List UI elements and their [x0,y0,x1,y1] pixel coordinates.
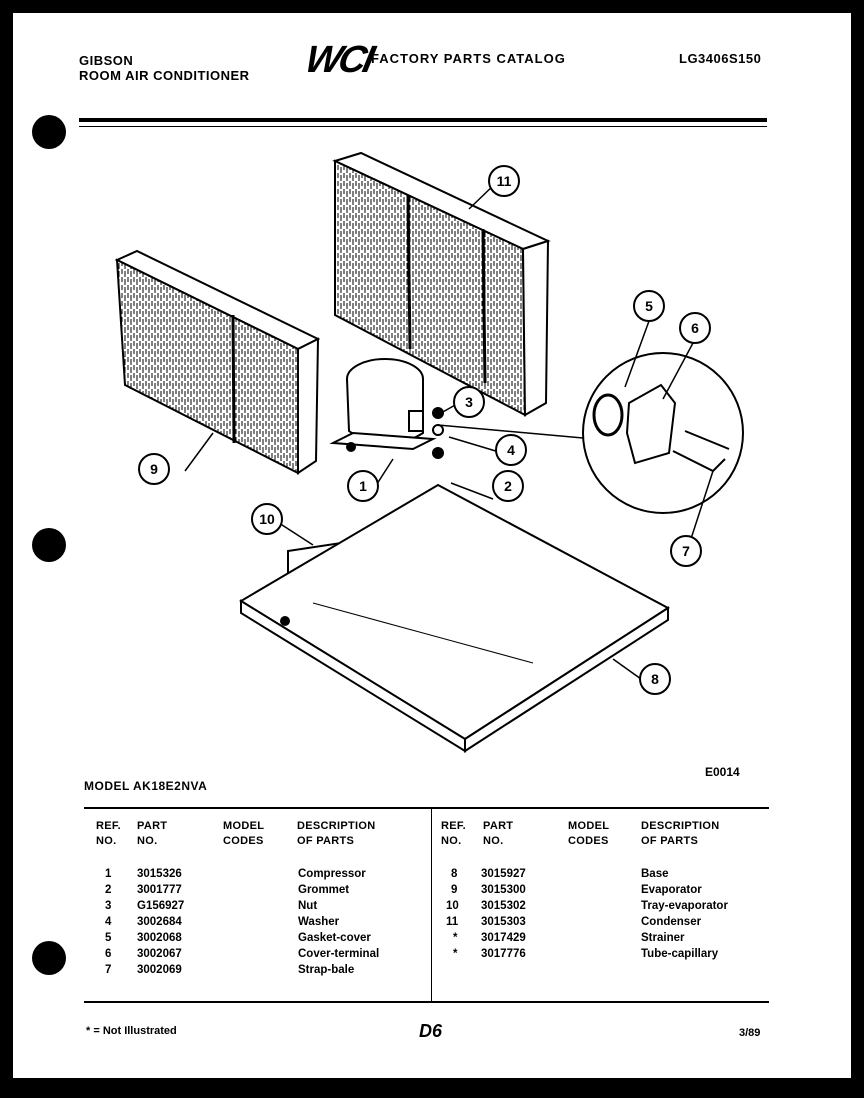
header-brand-block: GIBSON ROOM AIR CONDITIONER [79,53,250,83]
condenser-drawing [332,151,551,417]
terminal-detail-drawing [437,352,744,514]
brand-name: GIBSON [79,53,134,68]
callout-label-8: 8 [651,671,659,687]
binder-hole-top [32,115,66,149]
callout-7: 7 [670,535,702,567]
callout-label-11: 11 [497,173,512,189]
footnote-not-illustrated: * = Not Illustrated [86,1025,177,1037]
callout-6: 6 [679,312,711,344]
catalog-page: GIBSON ROOM AIR CONDITIONER WCI FACTORY … [13,13,851,1078]
catalog-code: LG3406S150 [679,51,762,66]
callout-11: 11 [488,165,520,197]
callout-2: 2 [492,470,524,502]
callout-4: 4 [495,434,527,466]
callout-label-10: 10 [259,511,275,527]
page-number: D6 [419,1021,443,1041]
callout-label-9: 9 [150,461,158,477]
header-ref-left: REF.NO. [96,820,122,847]
model-line: MODEL AK18E2NVA [84,779,208,793]
catalog-title: FACTORY PARTS CATALOG [371,51,566,66]
callout-label-4: 4 [507,442,515,458]
callout-label-6: 6 [691,320,699,336]
compressor-drawing [329,358,444,459]
callout-label-3: 3 [465,394,473,410]
callout-5: 5 [633,290,665,322]
table-center-divider [431,809,432,1001]
header-ref-right: REF.NO. [441,820,467,847]
callout-8: 8 [639,663,671,695]
callout-3: 3 [453,386,485,418]
callout-label-7: 7 [682,543,690,559]
binder-hole-bottom [32,941,66,975]
binder-hole-middle [32,528,66,562]
revision-date: 3/89 [739,1027,761,1039]
callout-10: 10 [251,503,283,535]
table-bottom-rule [84,1001,769,1003]
exploded-parts-diagram: 11 9 5 6 3 4 1 2 [114,151,744,753]
header-rule-thin [79,126,767,127]
product-name: ROOM AIR CONDITIONER [79,68,250,83]
callout-1: 1 [347,470,379,502]
callout-label-2: 2 [504,478,512,494]
base-drawing [239,483,670,753]
table-top-rule [84,807,769,809]
evaporator-drawing [114,249,321,475]
leader-lines [184,180,714,680]
callout-9: 9 [138,453,170,485]
drawing-code: E0014 [705,765,740,779]
header-rule [79,118,767,122]
callout-label-5: 5 [645,298,653,314]
callout-label-1: 1 [359,478,367,494]
